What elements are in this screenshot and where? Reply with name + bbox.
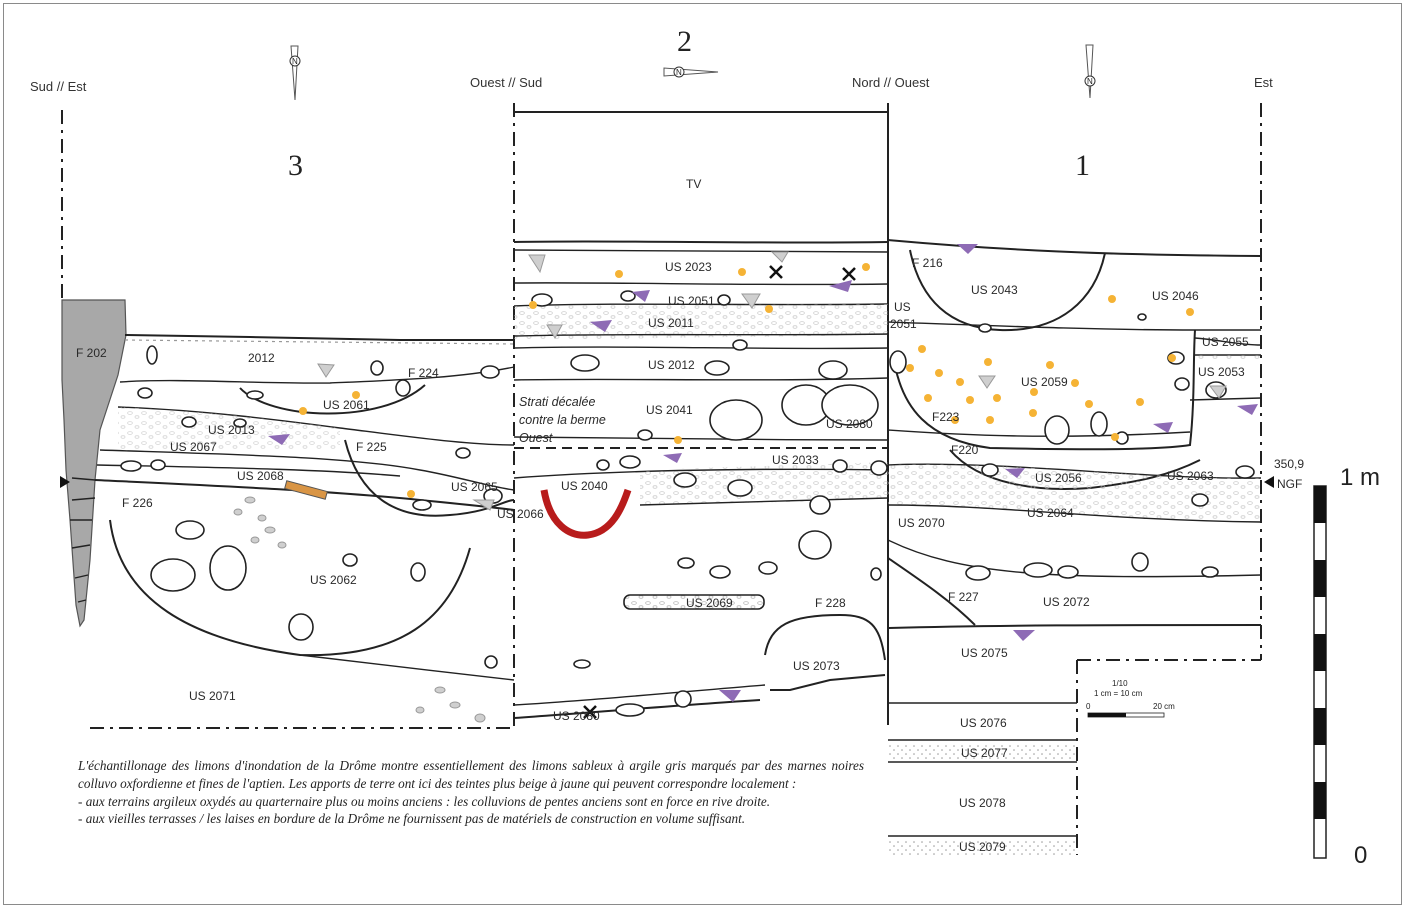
label-us2065: US 2065	[451, 480, 498, 494]
label-us2076: US 2076	[960, 716, 1007, 730]
label-us2064: US 2064	[1027, 506, 1074, 520]
label-us2080-bottom: US 2080	[553, 709, 600, 723]
caption-paragraph: - aux terrains argileux oxydés au quarte…	[78, 793, 771, 809]
small-scale: 1/10 1 cm = 10 cm 0 20 cm	[1086, 679, 1175, 718]
label-us2070: US 2070	[898, 516, 945, 530]
label-us2041: US 2041	[646, 403, 693, 417]
label-f227: F 227	[948, 590, 979, 604]
label-us2079: US 2079	[959, 840, 1006, 854]
label-us2033: US 2033	[772, 453, 819, 467]
section-1-layers	[887, 239, 1262, 855]
label-us2075: US 2075	[961, 646, 1008, 660]
label-us2080: US 2080	[826, 417, 873, 431]
small-scale-length: 20 cm	[1153, 702, 1175, 711]
yellow-dots	[299, 263, 1194, 498]
small-scale-zero: 0	[1086, 702, 1091, 711]
north-arrow-letter: N	[292, 57, 298, 66]
scale-top-label: 1 m	[1340, 464, 1380, 491]
label-f216: F 216	[912, 256, 943, 270]
label-us2046: US 2046	[1152, 289, 1199, 303]
label-f223: F223	[932, 410, 960, 424]
section-3-layers	[94, 334, 515, 681]
label-us2061: US 2061	[323, 398, 370, 412]
label-us2068: US 2068	[237, 469, 284, 483]
label-us2040: US 2040	[561, 479, 608, 493]
scale-bar: 1 m 0	[1313, 464, 1380, 869]
label-us2078: US 2078	[959, 796, 1006, 810]
datum-value: 350,9	[1274, 457, 1304, 471]
caption-paragraph: L'échantillonage des limons d'inondation…	[78, 758, 864, 791]
section-number-1: 1	[1075, 149, 1090, 182]
datum-marker-right	[1264, 476, 1274, 488]
orient-label-mid-right: Nord // Ouest	[852, 75, 930, 90]
label-us2055: US 2055	[1202, 335, 1249, 349]
unit-labels: TV US 2023 US 2051 US 2011 US 2012 US 20…	[76, 177, 1249, 854]
caption-paragraph: - aux vieilles terrasses / les laises en…	[78, 811, 746, 827]
label-f202: F 202	[76, 346, 107, 360]
label-us2011: US 2011	[648, 316, 694, 330]
orient-label-mid-left: Ouest // Sud	[470, 75, 542, 90]
grey-pebbles	[233, 251, 1227, 723]
north-arrow-icon: N	[663, 66, 719, 78]
small-scale-ratio: 1/10	[1112, 679, 1128, 688]
stones	[120, 290, 1255, 717]
strati-note-line2: contre la berme	[519, 413, 606, 427]
orange-bar	[284, 480, 328, 500]
purple-marks	[268, 244, 1258, 702]
label-us2073: US 2073	[793, 659, 840, 673]
label-us2023: US 2023	[665, 260, 712, 274]
label-2012: 2012	[248, 351, 275, 365]
label-us2077: US 2077	[961, 746, 1008, 760]
label-us2063: US 2063	[1167, 469, 1214, 483]
wall-f202	[61, 299, 127, 628]
section-number-2: 2	[677, 25, 692, 58]
north-arrow-icon: N	[1084, 44, 1096, 99]
label-us2072: US 2072	[1043, 595, 1090, 609]
label-us2062: US 2062	[310, 573, 357, 587]
datum-marker-left	[60, 476, 70, 488]
north-arrow-icon: N	[289, 45, 301, 101]
red-pit	[540, 488, 632, 539]
section-number-3: 3	[288, 149, 303, 182]
label-f226: F 226	[122, 496, 153, 510]
scale-bottom-label: 0	[1354, 842, 1367, 869]
wall-teeth	[70, 477, 96, 603]
small-scale-equiv: 1 cm = 10 cm	[1094, 689, 1143, 698]
label-us2066: US 2066	[497, 507, 544, 521]
label-us2059: US 2059	[1021, 375, 1068, 389]
datum-unit: NGF	[1277, 477, 1302, 491]
strati-note-line1: Strati décalée	[519, 395, 595, 409]
label-us2053: US 2053	[1198, 365, 1245, 379]
label-f228: F 228	[815, 596, 846, 610]
label-us2071: US 2071	[189, 689, 236, 703]
label-us2043: US 2043	[971, 283, 1018, 297]
label-us2051: US 2051	[668, 294, 715, 308]
cross-marks	[583, 265, 856, 719]
orient-label-left: Sud // Est	[30, 79, 87, 94]
label-f224: F 224	[408, 366, 439, 380]
label-us2069: US 2069	[686, 596, 733, 610]
north-arrow-letter: N	[1087, 77, 1093, 86]
label-us2012: US 2012	[648, 358, 695, 372]
label-f225: F 225	[356, 440, 387, 454]
caption: L'échantillonage des limons d'inondation…	[78, 757, 864, 828]
label-us2013: US 2013	[208, 423, 255, 437]
label-tv: TV	[686, 177, 701, 191]
label-us2067: US 2067	[170, 440, 217, 454]
label-us2051-right-num: 2051	[890, 317, 917, 331]
orient-label-right: Est	[1254, 75, 1273, 90]
strati-note-line3: Ouest	[519, 431, 553, 445]
figure-frame	[3, 3, 1402, 905]
label-us2051-right: US	[894, 300, 911, 314]
label-f220: F220	[951, 443, 979, 457]
north-arrow-letter: N	[676, 68, 682, 77]
label-us2056: US 2056	[1035, 471, 1082, 485]
